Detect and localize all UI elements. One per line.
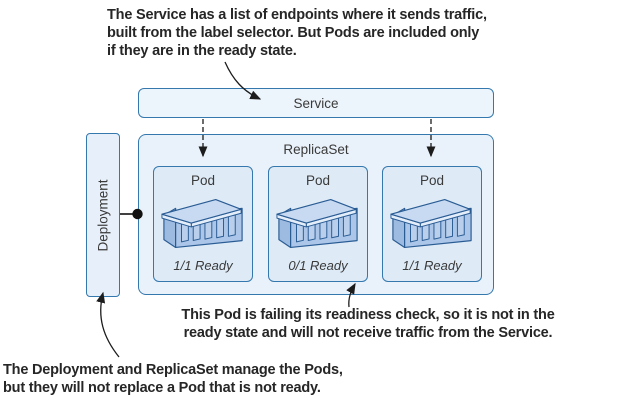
deployment-note: The Deployment and ReplicaSet manage the… — [3, 361, 343, 397]
pod-label: Pod — [419, 173, 445, 188]
service-note-line: built from the label selector. But Pods … — [107, 25, 480, 41]
service-note-line: The Service has a list of endpoints wher… — [107, 7, 487, 23]
pod-label: Pod — [305, 173, 331, 188]
pod-box-1: Pod 1/1 Ready — [153, 166, 253, 282]
readiness-note-line: This Pod is failing its readiness check,… — [181, 307, 555, 323]
replicaset-label: ReplicaSet — [283, 142, 349, 157]
deployment-note-arrow — [96, 291, 120, 358]
service-note: The Service has a list of endpoints wher… — [107, 6, 487, 60]
container-icon — [276, 198, 358, 249]
readiness-note: This Pod is failing its readiness check,… — [176, 306, 560, 342]
pod-status: 0/1 Ready — [288, 258, 348, 273]
pod-label: Pod — [190, 173, 216, 188]
service-note-line: if they are in the ready state. — [107, 43, 297, 59]
pod-status: 1/1 Ready — [402, 258, 462, 273]
pod-box-2: Pod 0/1 Ready — [268, 166, 368, 282]
deployment-box: Deployment — [86, 133, 120, 297]
service-label: Service — [293, 95, 339, 111]
pod-box-3: Pod 1/1 Ready — [382, 166, 482, 282]
deployment-note-line: The Deployment and ReplicaSet manage the… — [3, 362, 343, 378]
pod-status: 1/1 Ready — [173, 258, 233, 273]
container-icon — [390, 198, 472, 249]
deployment-note-line: but they will not replace a Pod that is … — [3, 380, 321, 396]
service-box: Service — [138, 88, 494, 118]
readiness-note-line: ready state and will not receive traffic… — [183, 325, 553, 341]
deployment-label: Deployment — [95, 178, 111, 252]
container-icon — [161, 198, 243, 249]
